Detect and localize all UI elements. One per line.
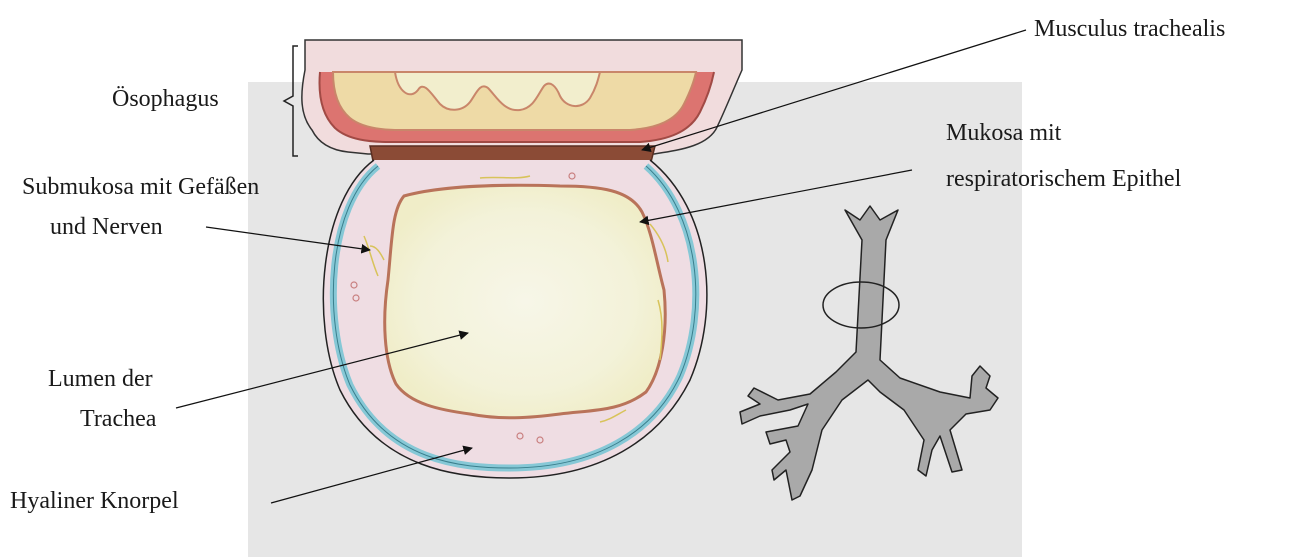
label-oesophagus: Ösophagus [112, 84, 219, 114]
oesophagus-illustration [302, 40, 742, 154]
label-musculus-trachealis: Musculus trachealis [1034, 14, 1225, 44]
label-mukosa-line2: respiratorischem Epithel [946, 164, 1181, 194]
trachea-lumen [385, 185, 665, 417]
label-hyaliner-knorpel: Hyaliner Knorpel [10, 486, 179, 516]
label-lumen-line2: Trachea [80, 404, 156, 434]
label-mukosa-line1: Mukosa mit [946, 118, 1061, 148]
label-submukosa-line2: und Nerven [50, 212, 163, 242]
label-submukosa-line1: Submukosa mit Gefäßen [22, 172, 259, 202]
label-lumen-line1: Lumen der [48, 364, 153, 394]
